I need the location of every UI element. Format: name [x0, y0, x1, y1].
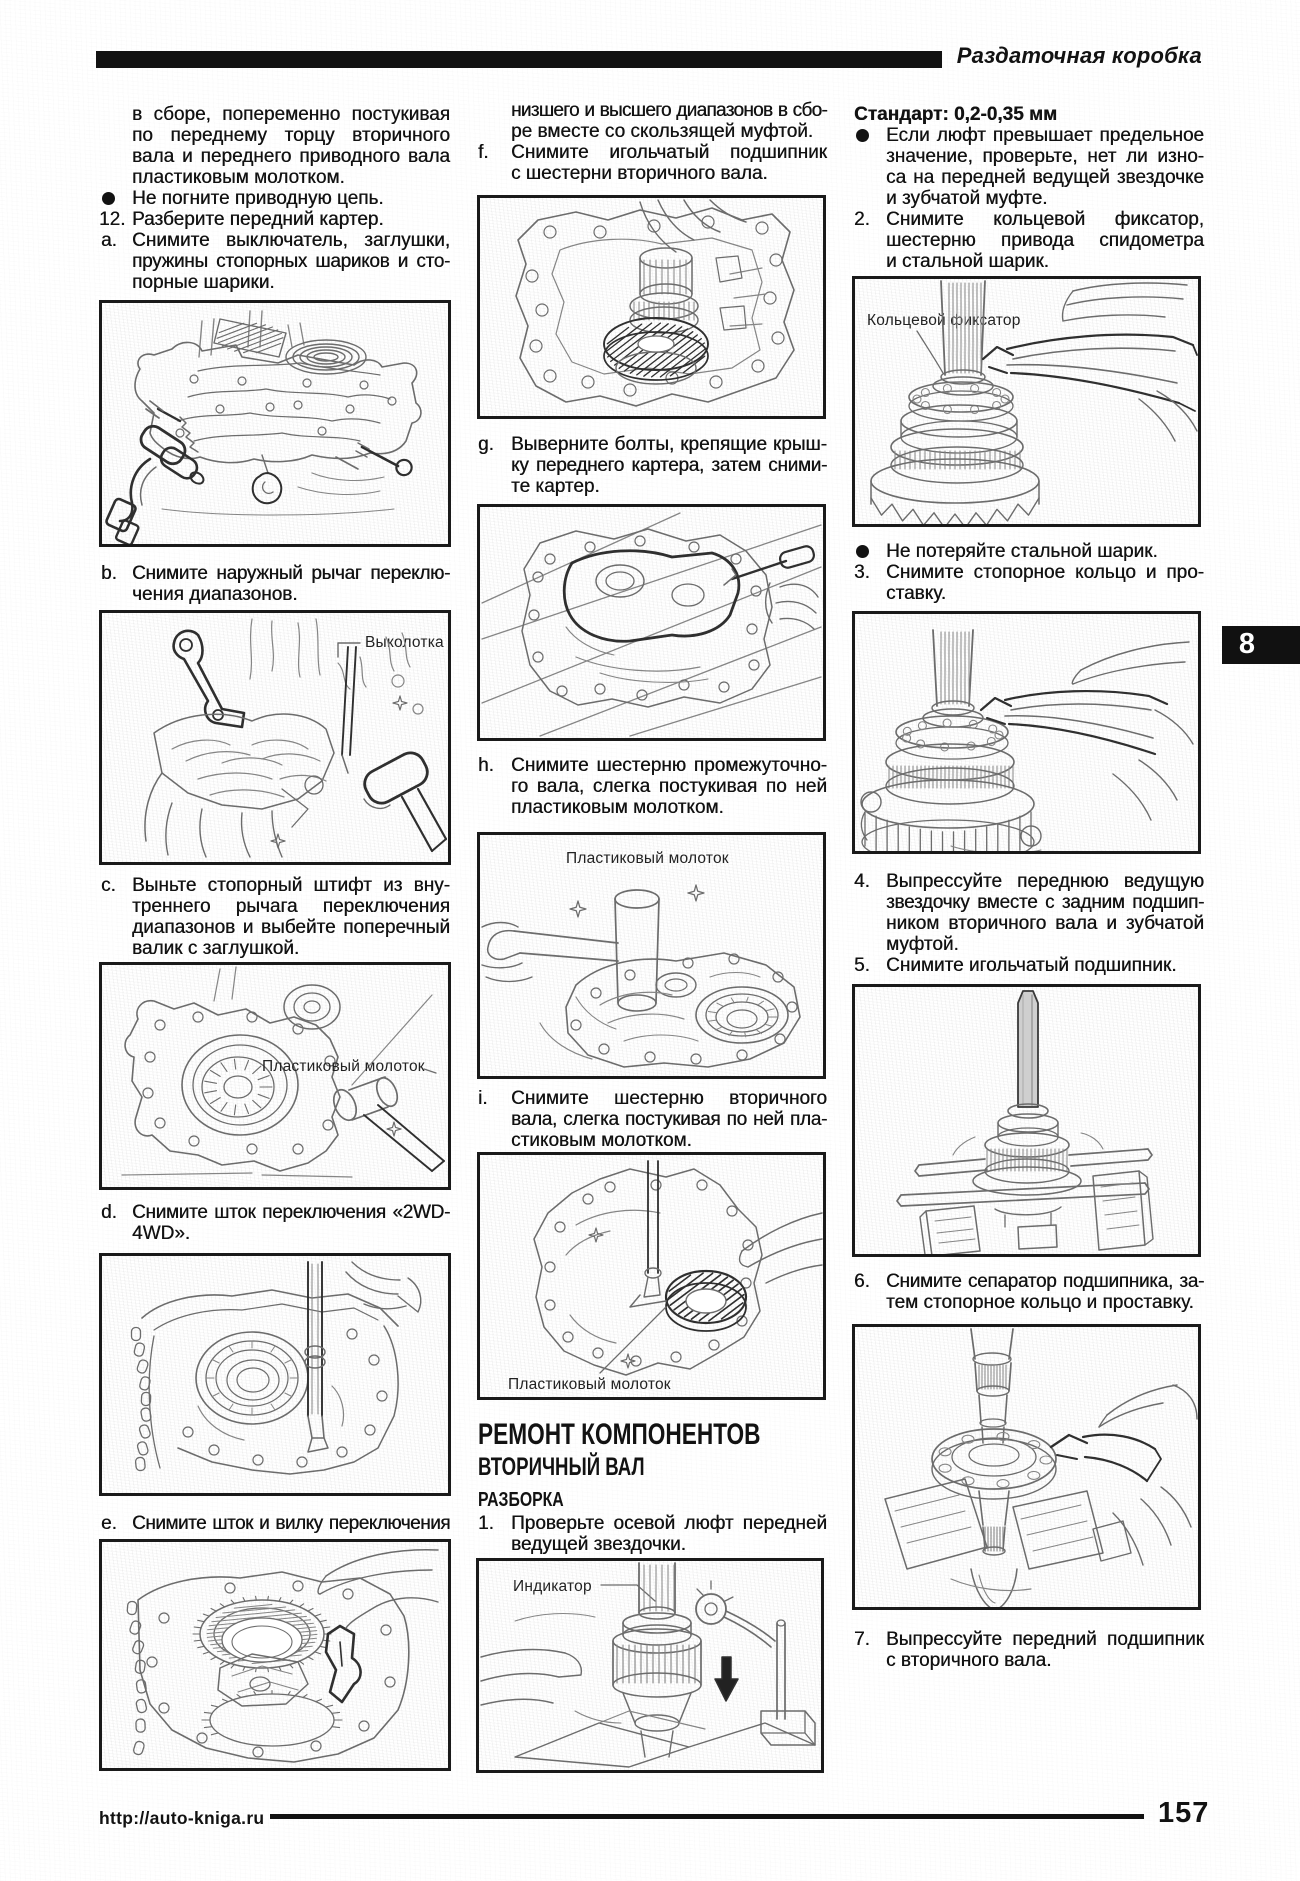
- svg-text:Кольцевой фиксатор: Кольцевой фиксатор: [867, 312, 1021, 329]
- svg-text:Пластиковый молоток: Пластиковый молоток: [566, 850, 729, 867]
- svg-text:Пластиковый молоток: Пластиковый молоток: [508, 1376, 671, 1393]
- svg-text:Пластиковый молоток: Пластиковый молоток: [262, 1058, 425, 1075]
- svg-text:Индикатор: Индикатор: [513, 1578, 592, 1595]
